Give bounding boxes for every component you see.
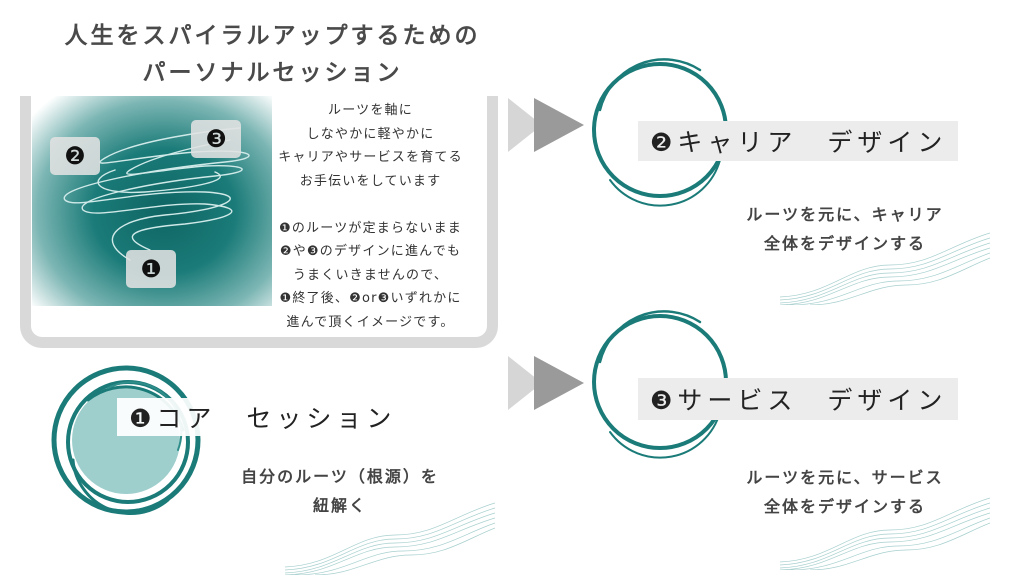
description-line: ルーツを軸に [328, 103, 413, 118]
spiral-scribble-icon [63, 127, 250, 261]
description-line: しなやかに軽やかに [306, 126, 435, 142]
wave-decoration-icon [285, 502, 495, 575]
core-brush-circle-icon [51, 365, 201, 515]
description-line: キャリアやサービスを育てる [278, 150, 463, 165]
description-line: お手伝いをしています [299, 173, 442, 189]
career-sub-line: 全体をデザインする [763, 234, 926, 253]
description-spacer [258, 193, 483, 217]
description-line: ❷や❸のデザインに進んでも [279, 244, 462, 259]
spiral-marker-2: ❷ [50, 137, 100, 175]
wave-decoration-icon [780, 497, 990, 570]
spiral-marker-1: ❶ [126, 250, 176, 288]
arrow-right-icon [508, 98, 584, 152]
spiral-marker-3: ❸ [191, 120, 241, 158]
page-title-line-2: パーソナルセッション [142, 60, 403, 86]
page-title-line-1: 人生をスパイラルアップするための [64, 23, 481, 49]
core-session-description: 自分のルーツ（根源）を 紐解く [200, 462, 480, 520]
intro-panel-frame [20, 96, 498, 348]
description-line: うまくいきませんので、 [292, 267, 449, 283]
wave-decoration-icon [780, 232, 990, 305]
service-design-description: ルーツを元に、サービス 全体をデザインする [700, 463, 990, 521]
service-design-label: ❸サービス デザイン [638, 378, 958, 420]
core-session-label: ❶コア セッション [117, 398, 407, 436]
service-sub-line: 全体をデザインする [763, 497, 926, 516]
career-sub-line: ルーツを元に、キャリア [746, 205, 944, 224]
core-sub-line: 自分のルーツ（根源）を [241, 467, 439, 486]
career-design-label: ❷キャリア デザイン [638, 121, 958, 161]
service-sub-line: ルーツを元に、サービス [746, 468, 944, 487]
description-line: ❶のルーツが定まらないまま [279, 220, 462, 236]
career-design-description: ルーツを元に、キャリア 全体をデザインする [700, 200, 990, 258]
core-sub-line: 紐解く [312, 496, 367, 515]
description-line: ❶終了後、❷or❸いずれかに [279, 291, 462, 306]
description-line: 進んで頂くイメージです。 [286, 314, 455, 330]
intro-description: ルーツを軸に しなやかに軽やかに キャリアやサービスを育てる お手伝いをしていま… [258, 99, 483, 334]
arrow-right-icon [508, 356, 584, 410]
